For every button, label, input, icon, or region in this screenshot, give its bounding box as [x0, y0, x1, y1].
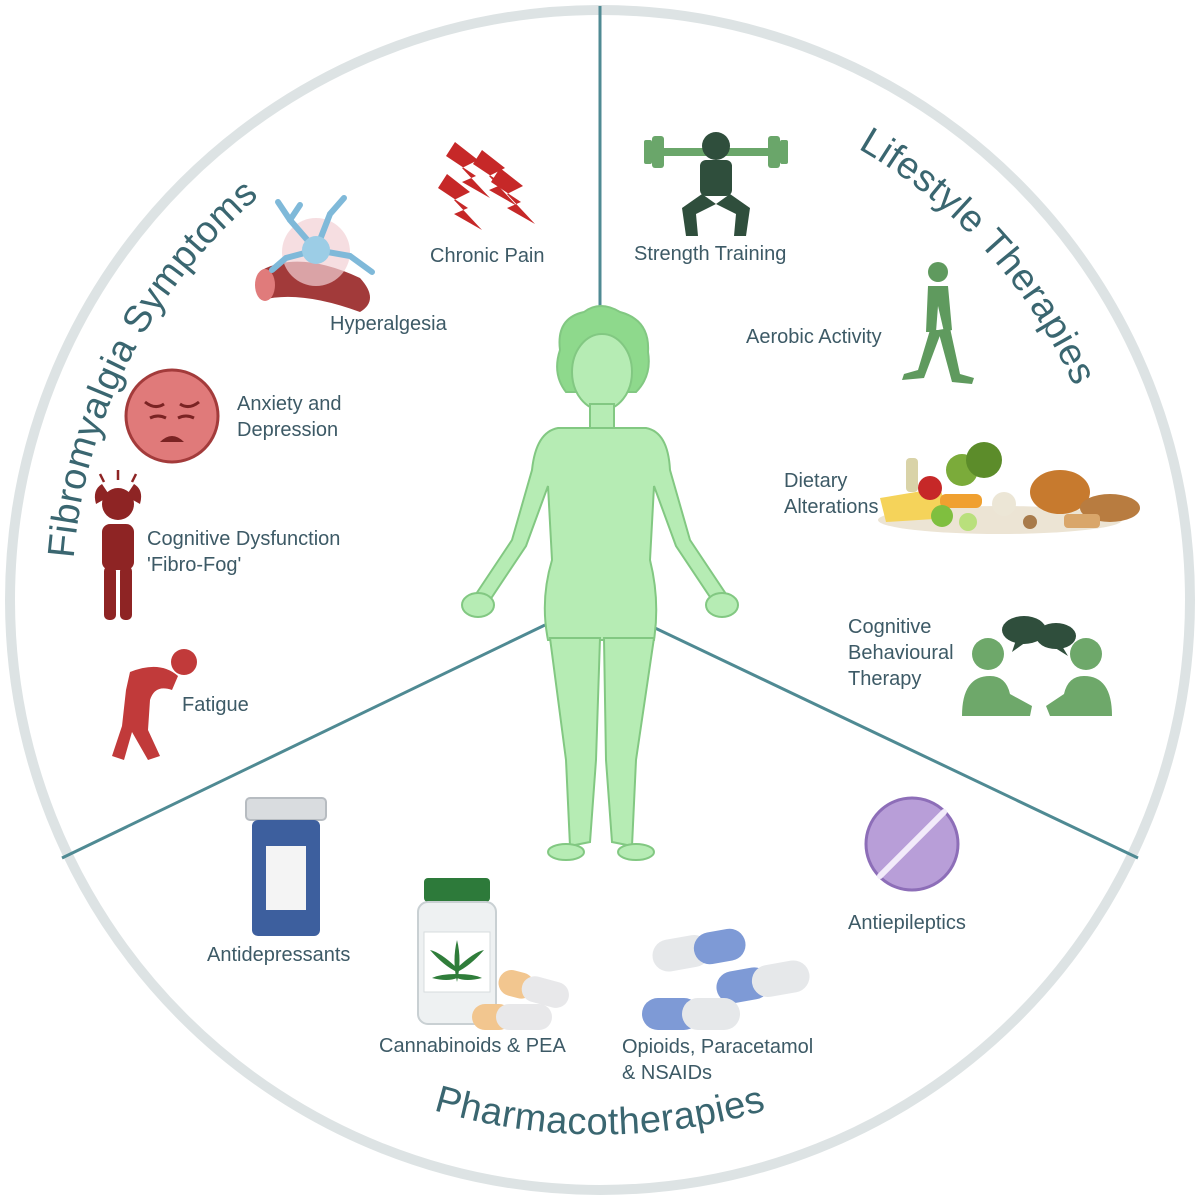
head-pain-person-icon [94, 470, 142, 620]
cannabis-bottle-icon [417, 878, 497, 1025]
label-cognitive-line1: Cognitive Dysfunction [147, 528, 340, 550]
capsule-icon [472, 970, 569, 1030]
label-antiepileptics: Antiepileptics [848, 912, 966, 934]
label-dietary-line2: Alterations [784, 496, 879, 518]
tired-person-icon [112, 649, 197, 760]
divider-left [61, 623, 546, 860]
label-hyperalgesia: Hyperalgesia [330, 313, 448, 335]
section-title-pharma: Pharmacotherapies [431, 1078, 769, 1143]
walking-person-icon [902, 262, 974, 384]
label-cognitive-line2: 'Fibro-Fog' [147, 554, 241, 576]
label-dietary-line1: Dietary [784, 470, 847, 492]
label-cbt-line2: Behavioural [848, 642, 954, 664]
label-opioids-line2: & NSAIDs [622, 1062, 712, 1084]
label-cannabinoids: Cannabinoids & PEA [379, 1035, 566, 1057]
barbell-icon [644, 132, 788, 236]
human-body-icon [461, 305, 739, 861]
label-antidepressants: Antidepressants [207, 944, 350, 966]
label-cbt-line1: Cognitive [848, 616, 931, 638]
section-title-lifestyle: Lifestyle Therapies [853, 120, 1104, 391]
capsule-icon [642, 928, 810, 1030]
label-anxiety-line2: Depression [237, 419, 338, 441]
neuron-icon [255, 195, 375, 312]
label-anxiety-line1: Anxiety and [237, 393, 342, 415]
sad-face-icon [124, 368, 220, 464]
label-aerobic: Aerobic Activity [746, 326, 882, 348]
divider-right [654, 626, 1139, 860]
food-icon [878, 442, 1140, 534]
lightning-icon [438, 142, 535, 230]
conversation-icon [962, 616, 1112, 716]
label-opioids-line1: Opioids, Paracetamol [622, 1036, 813, 1058]
label-strength: Strength Training [634, 243, 786, 265]
label-fatigue: Fatigue [182, 694, 249, 716]
tablet-icon [864, 796, 960, 892]
pill-bottle-icon [245, 797, 327, 936]
label-chronic-pain: Chronic Pain [430, 245, 545, 267]
section-title-symptoms: Fibromyalgia Symptoms [41, 171, 266, 559]
label-cbt-line3: Therapy [848, 668, 921, 690]
